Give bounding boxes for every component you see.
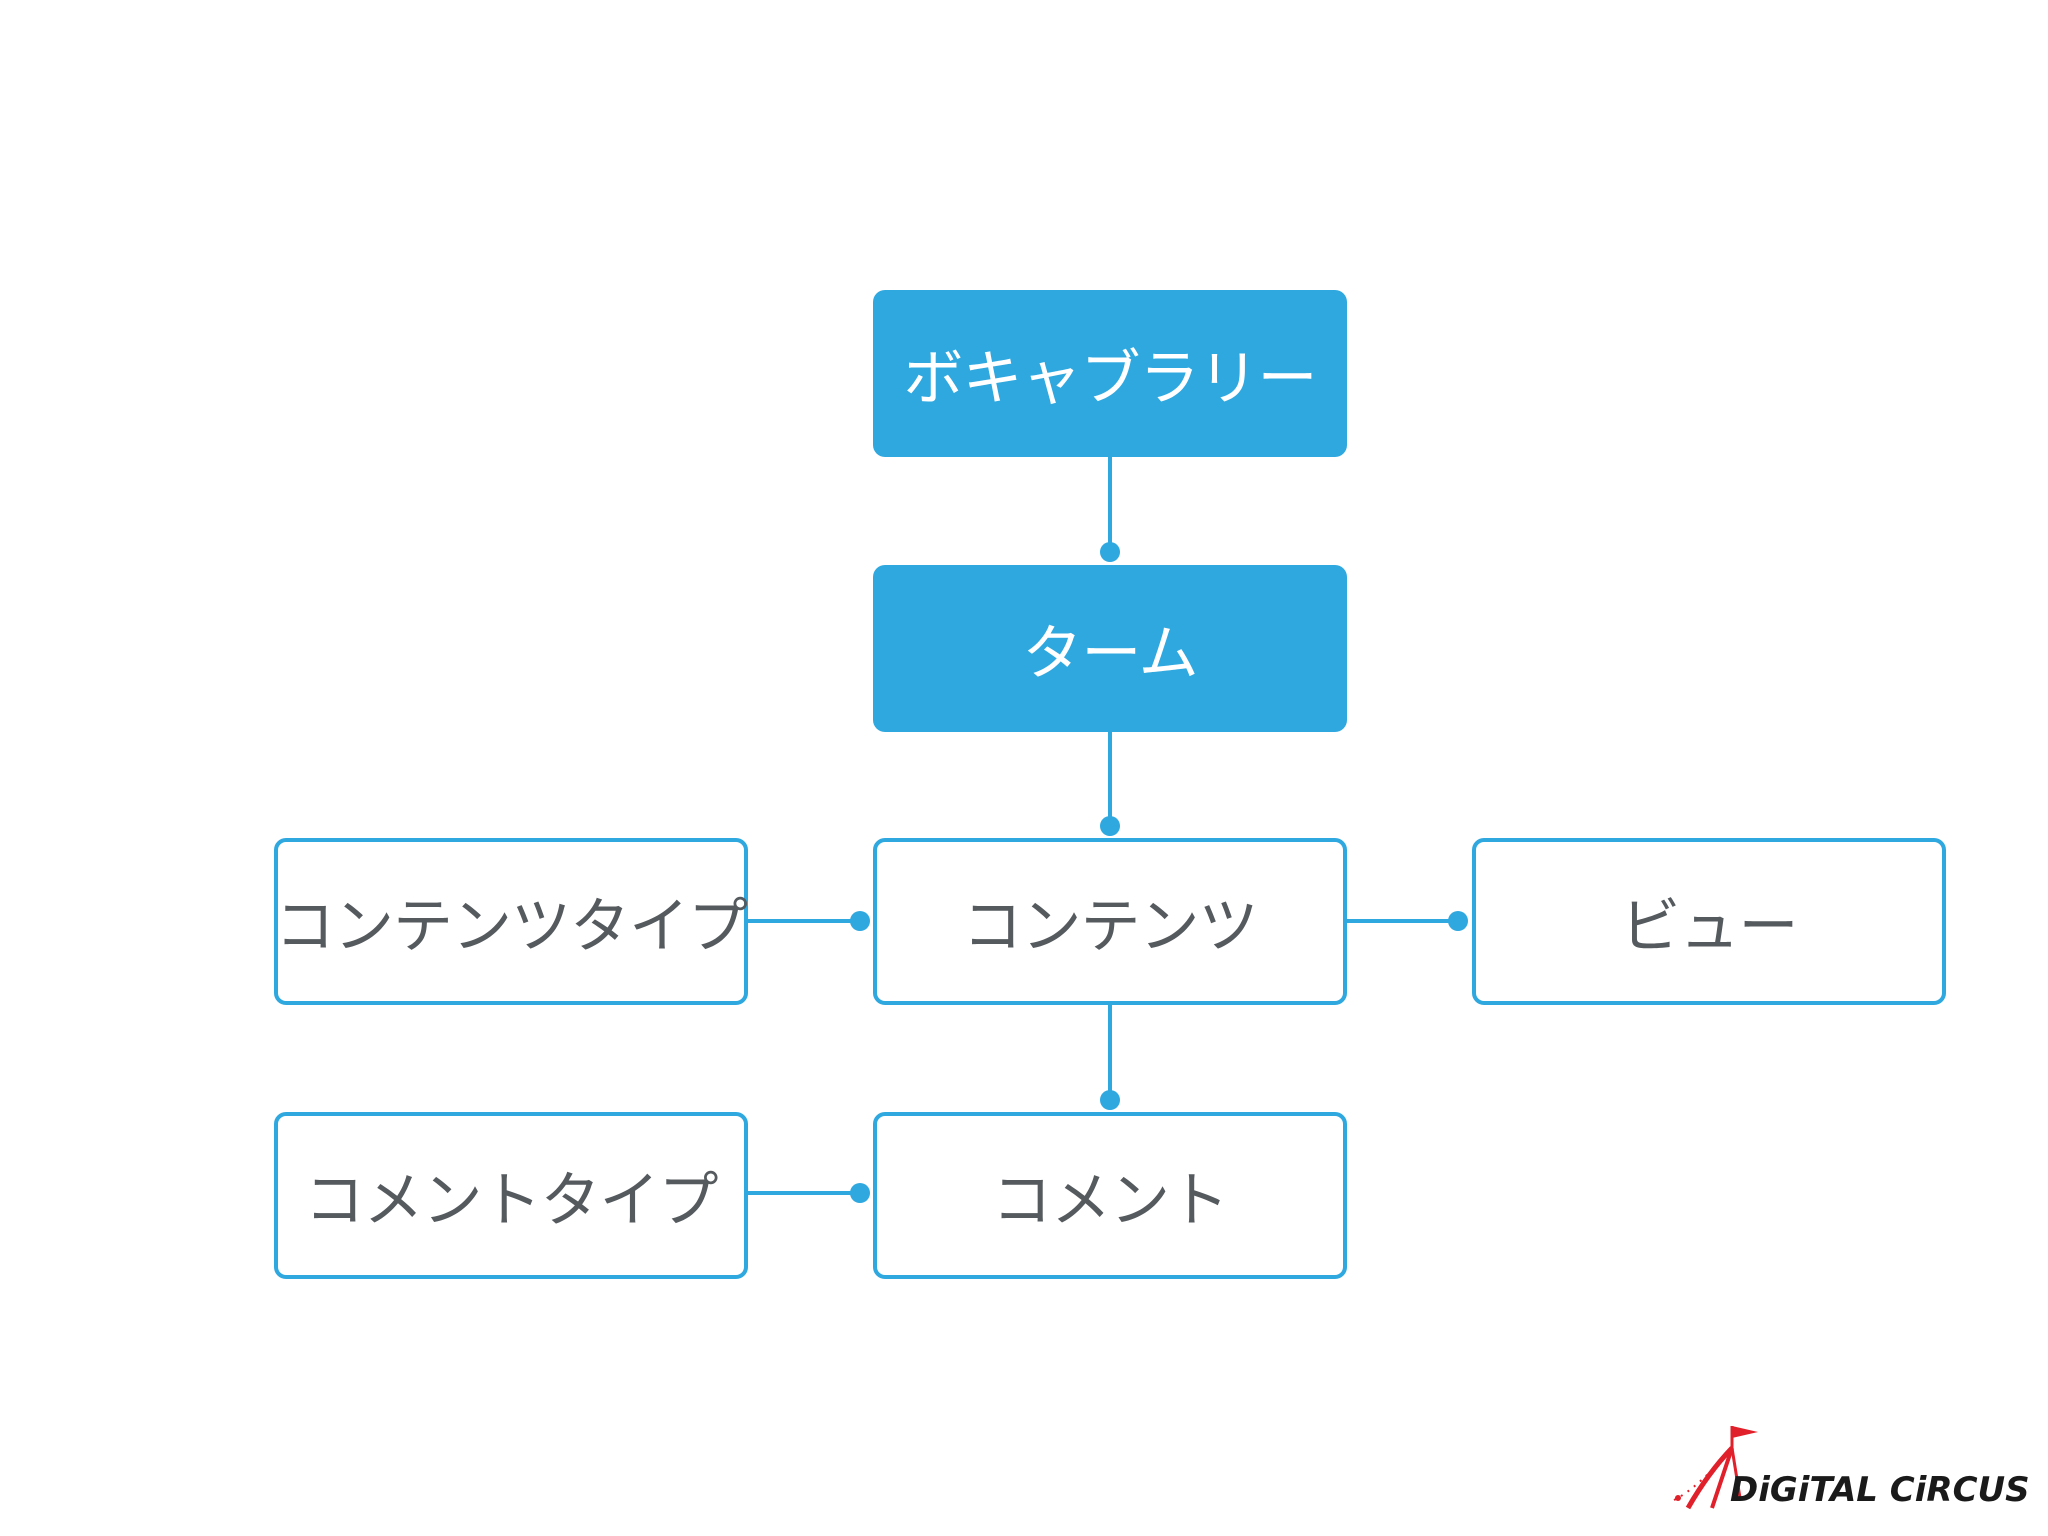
edge-contenttype-content-dot (850, 911, 870, 931)
node-view: ビュー (1472, 838, 1946, 1005)
node-term: ターム (873, 565, 1347, 732)
node-vocabulary-label: ボキャブラリー (903, 344, 1318, 414)
node-content: コンテンツ (873, 838, 1347, 1005)
tent-flag-icon (1673, 1426, 1758, 1510)
node-vocabulary: ボキャブラリー (873, 290, 1347, 457)
edge-commenttype-comment-dot (850, 1183, 870, 1203)
node-term-label: ターム (1022, 619, 1198, 689)
node-comment-label: コメント (992, 1166, 1229, 1236)
edge-term-content-dot (1100, 816, 1120, 836)
node-content-type-label: コンテンツタイプ (275, 892, 748, 962)
node-comment-type: コメントタイプ (274, 1112, 748, 1279)
company-logo: DiGiTAL CiRCUS (1668, 1418, 2030, 1518)
node-view-label: ビュー (1620, 892, 1799, 962)
edge-content-comment-dot (1100, 1090, 1120, 1110)
node-content-label: コンテンツ (962, 892, 1259, 962)
node-comment: コメント (873, 1112, 1347, 1279)
logo-text: DiGiTAL CiRCUS (1730, 1470, 2030, 1510)
node-content-type: コンテンツタイプ (274, 838, 748, 1005)
node-comment-type-label: コメントタイプ (304, 1166, 719, 1236)
edge-vocabulary-term-dot (1100, 542, 1120, 562)
edge-content-view-dot (1448, 911, 1468, 931)
